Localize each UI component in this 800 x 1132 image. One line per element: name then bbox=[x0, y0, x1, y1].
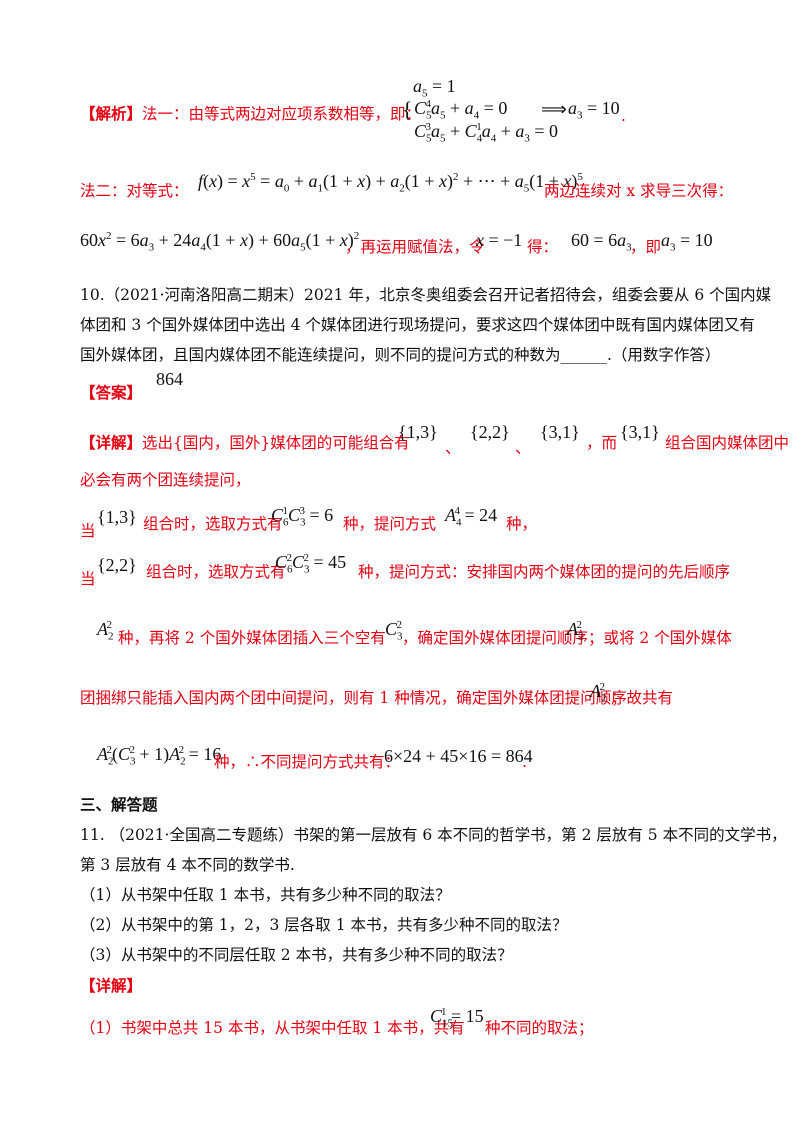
end-dot: . bbox=[621, 107, 626, 125]
detail-l5b: ，确定国外媒体团提问顺序 bbox=[402, 629, 589, 647]
jiexi-line: 【解析】法一：由等式两边对应项系数相等，即： bbox=[80, 104, 421, 124]
detail-line2: 必会有两个团连续提问， bbox=[80, 471, 251, 489]
detail-l5a: 种，再将 2 个国外媒体团插入三个空有 bbox=[118, 629, 386, 647]
zhong-tiwen: 种，提问方式 bbox=[343, 515, 437, 533]
jiexi-tag: 【解析】 bbox=[80, 104, 143, 123]
dun2: 、 bbox=[515, 439, 531, 457]
method-one-text: 法一：由等式两边对应项系数相等，即： bbox=[142, 105, 422, 123]
detail-l6a: 团捆绑只能插入国内两个团中间提问，则有 1 种情况，确定国外媒体团提问顺序 bbox=[80, 689, 627, 707]
detail-l1b: 组合国内媒体团中 bbox=[665, 434, 790, 452]
assign-text: ，再运用赋值法，令 bbox=[345, 238, 485, 256]
c-expr-2: C62C32 = 45 bbox=[275, 552, 347, 576]
derivative-eq: 60x2 = 6a3 + 24a4(1 + x) + 60a5(1 + x)2 bbox=[80, 230, 360, 254]
detail-line1: 【详解】选出{国内，国外}媒体团的可能组合有 bbox=[80, 433, 410, 453]
ji-text: ，即 bbox=[630, 238, 662, 256]
set-1-3-c: {1,3} bbox=[97, 507, 137, 527]
c15-expr: C151 = 15 bbox=[430, 1006, 484, 1030]
zhong-1: 种， bbox=[506, 515, 538, 533]
a44-expr: A44 = 24 bbox=[445, 505, 498, 529]
method-two-suffix: 两边连续对 x 求导三次得： bbox=[544, 182, 734, 200]
a22-expr-3: A22 bbox=[590, 681, 607, 705]
detail-l5c: ；或将 2 个国外媒体 bbox=[588, 629, 732, 647]
answer-tag: 【答案】 bbox=[80, 383, 143, 402]
method-two-prefix: 法二：对等式： bbox=[80, 182, 189, 200]
a22-expr-1: A22 bbox=[97, 619, 114, 643]
method-two-formula: f(x) = x5 = a0 + a1(1 + x) + a2(1 + x)2 … bbox=[198, 171, 583, 195]
q11-line1: 11. （2021·全国高二专题练）书架的第一层放有 6 本不同的哲学书，第 2… bbox=[80, 826, 787, 844]
detail-l4-tail: 种，提问方式：安排国内两个媒体团的提问的先后顺序 bbox=[358, 563, 731, 581]
q11-sub1: （1）从书架中任取 1 本书，共有多少种不同的取法？ bbox=[80, 886, 451, 904]
q11-sub2: （2）从书架中的第 1，2，3 层各取 1 本书，共有多少种不同的取法？ bbox=[80, 916, 568, 934]
set-3-1: {3,1} bbox=[540, 422, 580, 442]
detail-l1a: 选出{国内，国外}媒体团的可能组合有 bbox=[142, 434, 410, 452]
set-1-3: {1,3} bbox=[398, 422, 438, 442]
sixty-eq: 60 = 6a3 bbox=[571, 230, 632, 254]
q10-line1: 10.（2021·河南洛阳高二期末）2021 年，北京冬奥组委会召开记者招待会，… bbox=[80, 286, 772, 304]
system-eq-line1: a5 = 1 bbox=[413, 76, 456, 100]
q11-sub3: （3）从书架中的不同层任取 2 本书，共有多少种不同的取法？ bbox=[80, 946, 513, 964]
detail-l7-mid: 种，∴不同提问方式共有： bbox=[214, 753, 401, 771]
l7-formula: A22(C32 + 1)A22 = 16 bbox=[97, 744, 222, 768]
q11-ans1b: 种不同的取法； bbox=[485, 1019, 594, 1037]
a3-result: a3 = 10 bbox=[661, 230, 713, 254]
a22-expr-2: A22 bbox=[567, 619, 584, 643]
detail-l6b: ；故共有 bbox=[611, 689, 674, 707]
set-2-2: {2,2} bbox=[470, 422, 510, 442]
jiexi-result: a3 = 10 bbox=[568, 98, 620, 122]
q11-line2: 第 3 层放有 4 本不同的数学书. bbox=[80, 856, 295, 874]
c32-expr: C32 bbox=[385, 619, 403, 643]
q10-line2: 体团和 3 个国外媒体团中选出 4 个媒体团进行现场提问，要求这四个媒体团中既有… bbox=[80, 316, 755, 334]
x-value: x = −1 bbox=[476, 230, 523, 250]
section-title: 三、解答题 bbox=[80, 795, 158, 814]
system-eq-line2: C54a5 + a4 = 0 bbox=[414, 98, 508, 122]
dun1: 、 bbox=[445, 439, 461, 457]
q11-ans1a: （1）书架中总共 15 本书，从书架中任取 1 本书，共有 bbox=[80, 1019, 465, 1037]
zuhe-2: 组合时，选取方式有 bbox=[146, 563, 286, 581]
brace: { bbox=[402, 97, 413, 122]
l7-period: . bbox=[522, 753, 527, 771]
q11-detail-tag: 【详解】 bbox=[80, 976, 143, 995]
set-3-1-b: {3,1} bbox=[620, 422, 660, 442]
zuhe-1: 组合时，选取方式有 bbox=[143, 515, 283, 533]
dang-2: 当 bbox=[80, 570, 96, 588]
detail-tag: 【详解】 bbox=[80, 433, 143, 452]
set-2-2-c: {2,2} bbox=[97, 555, 137, 575]
c-expr-1: C61C33 = 6 bbox=[271, 505, 334, 529]
system-eq-line3: C53a5 + C41a4 + a3 = 0 bbox=[414, 121, 558, 145]
q10-line3: 国外媒体团，且国内媒体团不能连续提问，则不同的提问方式的种数为______.（用… bbox=[80, 346, 721, 364]
implies-arrow: ⟹ bbox=[541, 99, 567, 120]
dang-1: 当 bbox=[80, 522, 96, 540]
er-text: ，而 bbox=[586, 434, 618, 452]
answer-value: 864 bbox=[156, 369, 183, 389]
de-text: 得： bbox=[527, 238, 559, 256]
l7-total: 6×24 + 45×16 = 864 bbox=[384, 746, 533, 766]
